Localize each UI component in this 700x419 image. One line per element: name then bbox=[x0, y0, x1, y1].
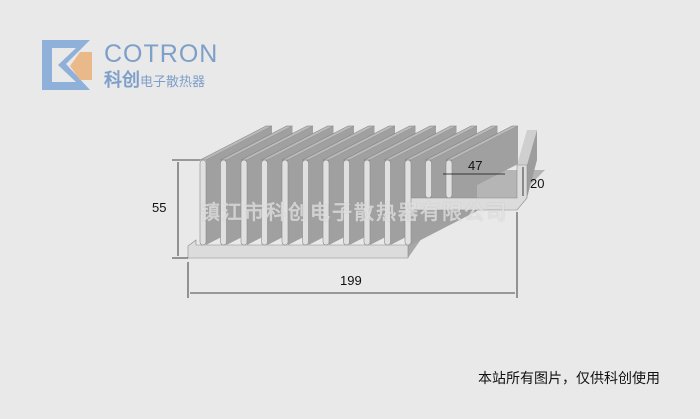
fin-front bbox=[281, 159, 289, 246]
lip-side bbox=[527, 130, 537, 198]
logo-mark-icon bbox=[42, 40, 92, 90]
brand-cn-main: 科创 bbox=[104, 70, 140, 91]
fin-front bbox=[425, 159, 432, 199]
base-front bbox=[187, 164, 528, 259]
footer-notice: 本站所有图片，仅供科创使用 bbox=[478, 371, 660, 387]
brand-cn: 科创电子散热器 bbox=[104, 66, 205, 92]
watermark: 镇江市科创电子散热器有限公司 bbox=[200, 200, 508, 224]
fin-front bbox=[199, 159, 207, 246]
fin-front bbox=[445, 159, 453, 199]
fin-front bbox=[220, 159, 227, 246]
fin-backs bbox=[199, 125, 519, 245]
fin-side bbox=[452, 126, 518, 198]
fin-fronts bbox=[199, 159, 453, 246]
dimension-lines bbox=[172, 159, 524, 298]
heatsink-body bbox=[187, 125, 545, 259]
fin-front bbox=[343, 159, 350, 246]
dim-width: 199 bbox=[340, 273, 362, 288]
fin-front bbox=[404, 159, 412, 246]
fin-front bbox=[261, 159, 268, 246]
brand-cn-sub: 电子散热器 bbox=[140, 75, 206, 90]
fin-front bbox=[322, 159, 330, 246]
fin-front bbox=[302, 159, 309, 246]
dim-height: 55 bbox=[152, 200, 166, 215]
dim-slot: 47 bbox=[468, 158, 482, 173]
dim-lip: 20 bbox=[530, 176, 544, 191]
lip-top bbox=[517, 130, 537, 165]
fin-front bbox=[384, 159, 391, 246]
brand-name: COTRON bbox=[104, 40, 219, 68]
fin-front bbox=[240, 159, 248, 246]
fin-front bbox=[363, 159, 371, 246]
